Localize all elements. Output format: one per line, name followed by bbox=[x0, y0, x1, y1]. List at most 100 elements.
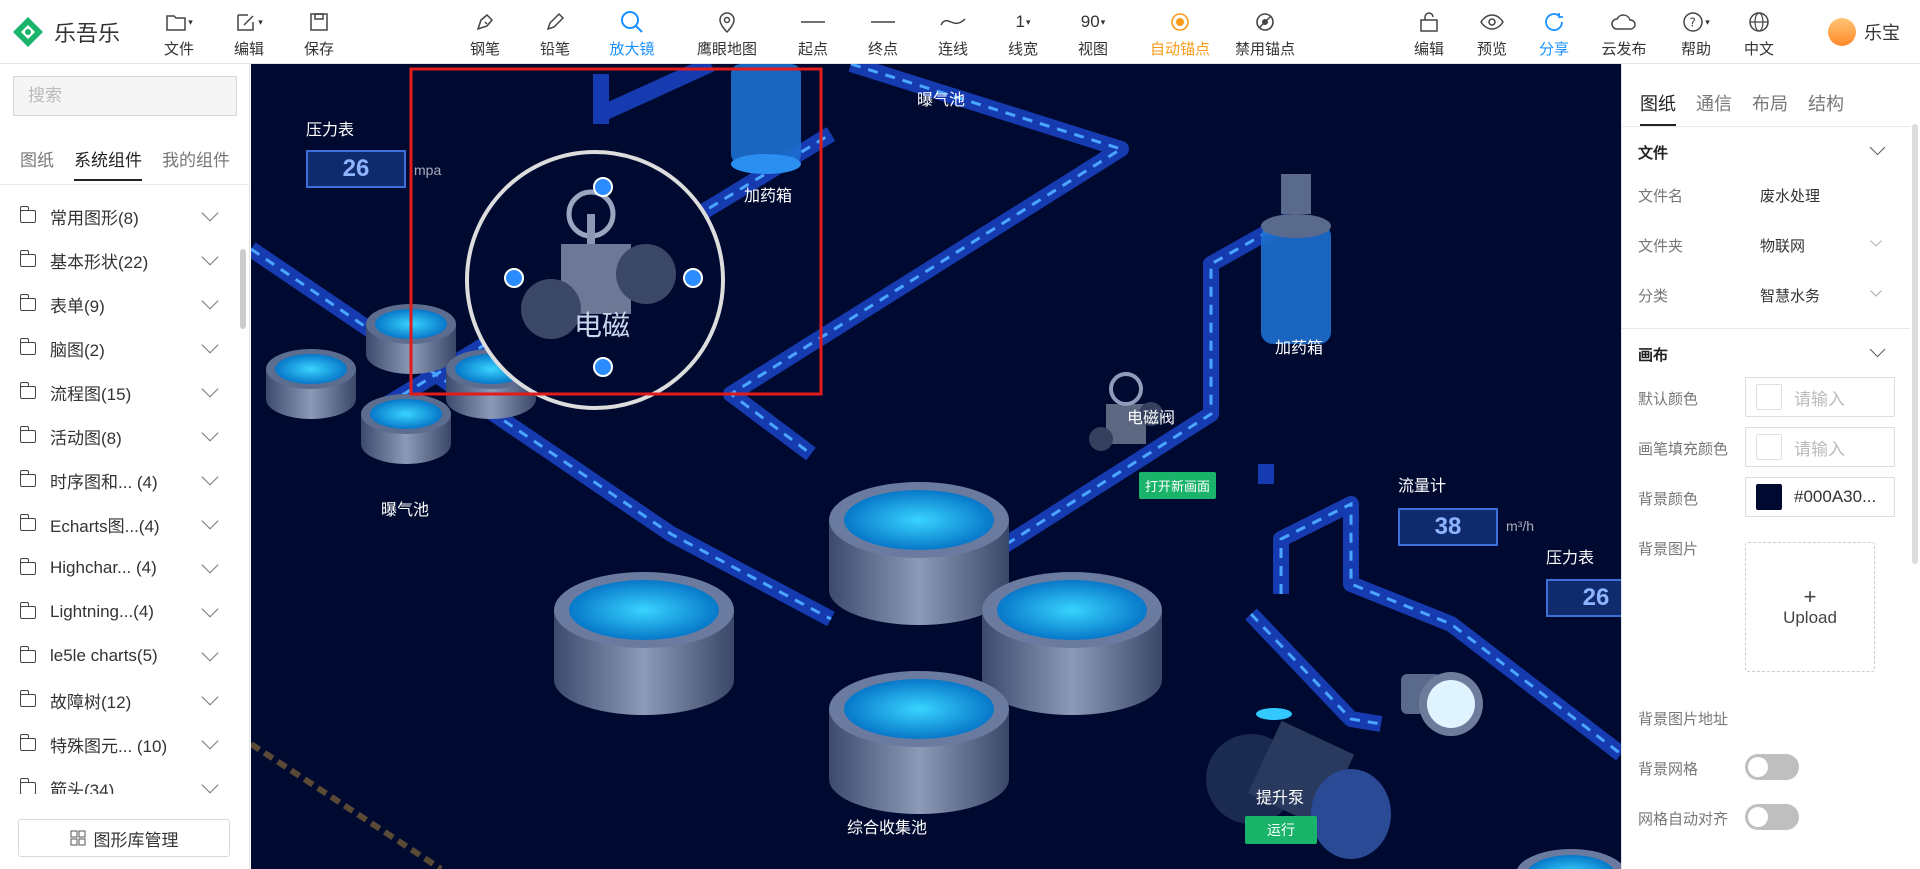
chevron-down-icon[interactable] bbox=[201, 336, 219, 354]
library-item-label: le5le charts(5) bbox=[50, 646, 158, 665]
properties-tabs: 图纸 通信 布局 结构 bbox=[1640, 90, 1844, 126]
library-item[interactable]: 时序图和... (4) bbox=[0, 458, 250, 502]
library-scrollbar[interactable] bbox=[240, 249, 246, 329]
aeration-tank-left-label: 曝气池 bbox=[381, 502, 430, 519]
chevron-down-icon[interactable] bbox=[1869, 139, 1886, 156]
library-item[interactable]: le5le charts(5) bbox=[0, 634, 250, 678]
library-item[interactable]: 常用图形(8) bbox=[0, 194, 250, 238]
color-swatch bbox=[1756, 484, 1782, 510]
chevron-down-icon[interactable] bbox=[201, 688, 219, 706]
dosing-box-top bbox=[731, 64, 801, 174]
save-button[interactable]: 保存 bbox=[287, 10, 351, 59]
chevron-down-icon[interactable] bbox=[201, 424, 219, 442]
disable-anchor-toggle[interactable]: 禁用锚点 bbox=[1233, 10, 1297, 59]
tab-drawings[interactable]: 图纸 bbox=[20, 151, 54, 170]
cloud-publish-button[interactable]: 云发布 bbox=[1592, 10, 1656, 59]
library-item[interactable]: 表单(9) bbox=[0, 282, 250, 326]
chevron-down-icon[interactable] bbox=[201, 468, 219, 486]
category-select[interactable]: 智慧水务 bbox=[1760, 288, 1821, 305]
properties-panel: 图纸 通信 布局 结构 文件 文件名 废水处理 文件夹 物联网 分类 智慧水务 … bbox=[1621, 64, 1920, 869]
library-item[interactable]: Highchar... (4) bbox=[0, 546, 250, 590]
run-button[interactable]: 运行 bbox=[1245, 816, 1317, 844]
chevron-down-icon[interactable] bbox=[201, 776, 219, 794]
edit-menu[interactable]: ▾ 编辑 bbox=[217, 10, 281, 59]
folder-icon bbox=[19, 645, 36, 663]
logo-icon bbox=[13, 17, 43, 47]
eagle-eye-map-tool[interactable]: 鹰眼地图 bbox=[695, 10, 759, 59]
line-end-tool[interactable]: 终点 bbox=[851, 10, 915, 59]
library-item[interactable]: 基本形状(22) bbox=[0, 238, 250, 282]
line-width-select[interactable]: 1▾ 线宽 bbox=[1007, 12, 1038, 58]
tab-my-components[interactable]: 我的组件 bbox=[162, 151, 230, 170]
library-item[interactable]: Lightning...(4) bbox=[0, 590, 250, 634]
chevron-down-icon[interactable] bbox=[201, 380, 219, 398]
folder-select[interactable]: 物联网 bbox=[1760, 238, 1806, 255]
folder-icon bbox=[19, 425, 36, 443]
library-item[interactable]: Echarts图...(4) bbox=[0, 502, 250, 546]
pencil-tool[interactable]: 铅笔 bbox=[523, 10, 587, 59]
library-item[interactable]: 特殊图元... (10) bbox=[0, 722, 250, 766]
connector-tool[interactable]: 连线 bbox=[921, 10, 985, 59]
language-switch[interactable]: 中文 bbox=[1727, 10, 1791, 59]
tab-layout[interactable]: 布局 bbox=[1752, 94, 1788, 114]
tab-drawing[interactable]: 图纸 bbox=[1640, 90, 1676, 126]
library-item[interactable]: 活动图(8) bbox=[0, 414, 250, 458]
tab-system-components[interactable]: 系统组件 bbox=[74, 146, 142, 181]
chevron-down-icon[interactable] bbox=[1869, 341, 1886, 358]
chevron-down-icon[interactable] bbox=[201, 732, 219, 750]
component-library-panel: 搜索 图纸 系统组件 我的组件 常用图形(8)基本形状(22)表单(9)脑图(2… bbox=[0, 64, 250, 869]
pressure-unit-1: mpa bbox=[414, 162, 442, 178]
chevron-down-icon[interactable] bbox=[201, 600, 219, 618]
bg-image-label: 背景图片 bbox=[1638, 541, 1699, 558]
line-start-tool[interactable]: 起点 bbox=[781, 10, 845, 59]
pressure-gauge-label-2: 压力表 bbox=[1546, 550, 1595, 567]
chevron-down-icon[interactable] bbox=[201, 644, 219, 662]
pen-tool[interactable]: 钢笔 bbox=[453, 10, 517, 59]
chevron-down-icon[interactable] bbox=[201, 248, 219, 266]
preview-button[interactable]: 预览 bbox=[1460, 10, 1524, 59]
open-new-screen-button[interactable]: 打开新画面 bbox=[1139, 472, 1217, 499]
grid-icon bbox=[70, 830, 85, 846]
tab-structure[interactable]: 结构 bbox=[1808, 94, 1844, 114]
folder-label: 文件夹 bbox=[1638, 238, 1684, 255]
fill-color-label: 画笔填充颜色 bbox=[1638, 441, 1729, 458]
app-logo[interactable]: 乐吾乐 bbox=[10, 14, 120, 50]
chevron-down-icon[interactable] bbox=[201, 512, 219, 530]
bg-grid-toggle[interactable] bbox=[1745, 754, 1799, 780]
file-name-value[interactable]: 废水处理 bbox=[1760, 188, 1821, 205]
chevron-down-icon[interactable] bbox=[201, 292, 219, 310]
folder-icon bbox=[19, 337, 36, 355]
properties-scrollbar[interactable] bbox=[1912, 124, 1918, 564]
lift-pump bbox=[1206, 708, 1391, 859]
search-input[interactable]: 搜索 bbox=[13, 76, 237, 116]
view-zoom-select[interactable]: 90▾ 视图 bbox=[1077, 12, 1108, 58]
magnifier-tool[interactable]: 放大镜 bbox=[600, 10, 664, 59]
library-item[interactable]: 箭头(34) bbox=[0, 766, 250, 794]
cloud-icon bbox=[1611, 14, 1636, 30]
default-color-input[interactable]: 请输入 bbox=[1745, 377, 1895, 417]
eye-icon bbox=[1480, 14, 1504, 30]
library-manage-button[interactable]: 图形库管理 bbox=[18, 819, 230, 857]
help-menu[interactable]: ?▾ 帮助 bbox=[1664, 10, 1728, 59]
tab-communication[interactable]: 通信 bbox=[1696, 94, 1732, 114]
bg-image-upload[interactable]: + Upload bbox=[1745, 542, 1875, 672]
share-button[interactable]: 分享 bbox=[1522, 10, 1586, 59]
library-item[interactable]: 故障树(12) bbox=[0, 678, 250, 722]
chevron-down-icon bbox=[1870, 235, 1882, 247]
flow-value[interactable]: 38 bbox=[1398, 508, 1498, 546]
chevron-down-icon[interactable] bbox=[201, 204, 219, 222]
chevron-down-icon[interactable] bbox=[201, 556, 219, 574]
grid-snap-toggle[interactable] bbox=[1745, 804, 1799, 830]
pressure-value-2[interactable]: 26 bbox=[1546, 579, 1621, 617]
library-item[interactable]: 脑图(2) bbox=[0, 326, 250, 370]
auto-anchor-toggle[interactable]: 自动锚点 bbox=[1148, 10, 1212, 59]
pressure-value-1[interactable]: 26 bbox=[306, 150, 406, 188]
fill-color-input[interactable]: 请输入 bbox=[1745, 427, 1895, 467]
folder-icon bbox=[19, 733, 36, 751]
file-menu[interactable]: ▾ 文件 bbox=[147, 10, 211, 59]
user-menu[interactable]: 乐宝 bbox=[1828, 18, 1900, 46]
drawing-canvas[interactable]: 压力表 26 mpa 曝气池 加药箱 电磁 加药箱 电磁阀 曝气池 打开新画面 … bbox=[251, 64, 1621, 869]
bg-color-input[interactable]: #000A30... bbox=[1745, 477, 1895, 517]
edit-lock-button[interactable]: 编辑 bbox=[1397, 10, 1461, 59]
library-item[interactable]: 流程图(15) bbox=[0, 370, 250, 414]
